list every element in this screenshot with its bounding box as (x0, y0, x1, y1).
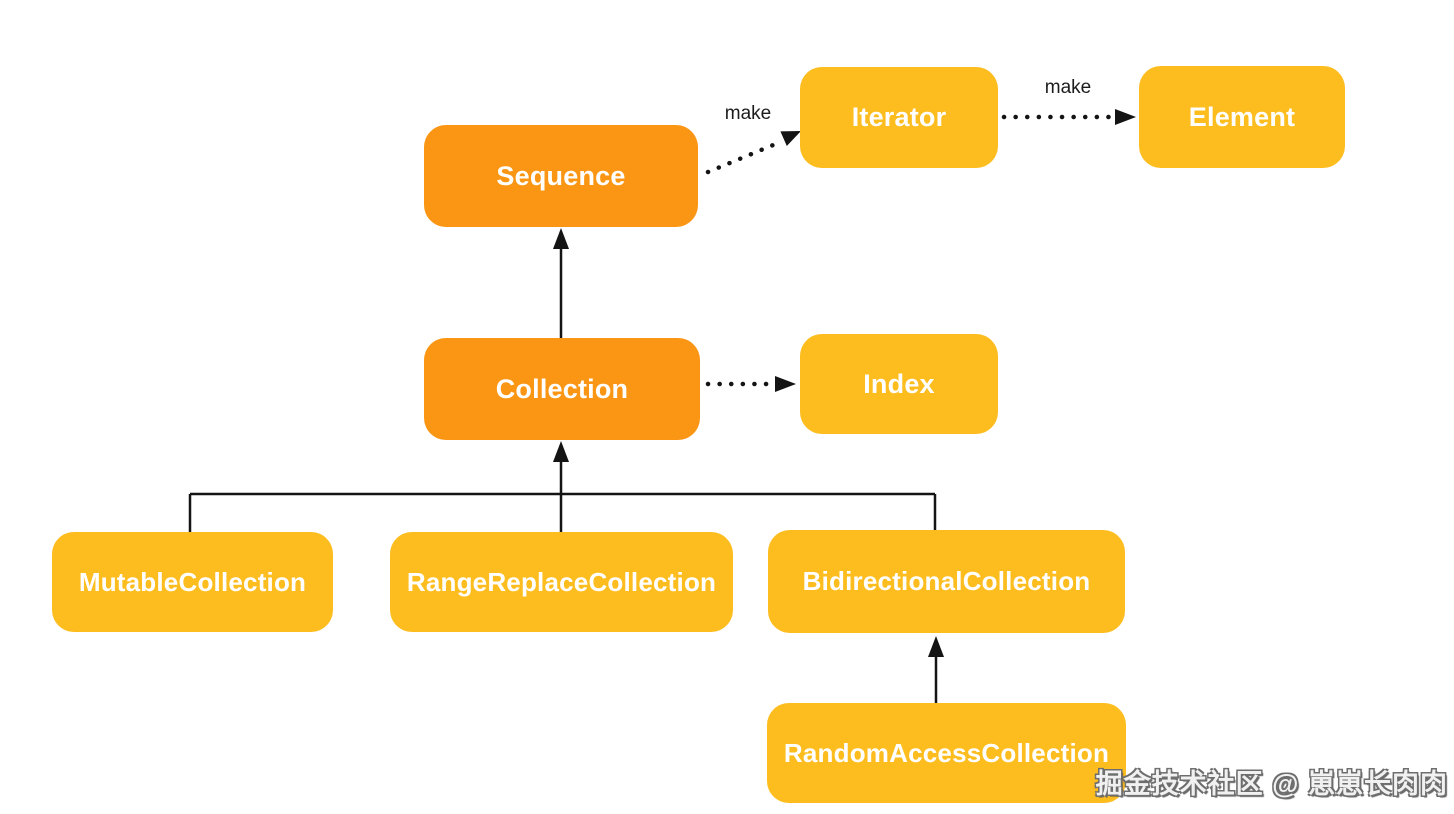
arrowhead-sequence-to-iterator (780, 131, 801, 146)
node-iterator: Iterator (800, 67, 998, 168)
arrowhead-randomaccess-to-bidirectional (928, 636, 944, 657)
node-element-label: Element (1188, 101, 1296, 132)
node-bidirectional-collection: BidirectionalCollection (768, 530, 1125, 633)
node-mutable-collection-label: MutableCollection (78, 566, 307, 597)
node-range-replace-collection-label: RangeReplaceCollection (406, 566, 717, 597)
edge-label-make-iterator-element: make (1044, 77, 1092, 98)
node-range-replace-collection: RangeReplaceCollection (390, 532, 733, 632)
node-collection: Collection (424, 338, 700, 440)
arrowhead-children-to-collection (553, 441, 569, 462)
node-index: Index (800, 334, 998, 434)
node-iterator-label: Iterator (851, 102, 947, 132)
arrowhead-iterator-to-element (1115, 109, 1136, 125)
node-index-label: Index (863, 368, 935, 399)
node-bidirectional-collection-label: BidirectionalCollection (802, 566, 1091, 596)
node-mutable-collection: MutableCollection (52, 532, 333, 632)
edge-label-make-sequence-iterator: make (724, 103, 772, 124)
node-random-access-collection-label: RandomAccessCollection (783, 737, 1110, 768)
edge-sequence-to-iterator (705, 140, 781, 175)
node-random-access-collection: RandomAccessCollection (767, 703, 1126, 803)
node-sequence-label: Sequence (496, 160, 626, 191)
node-sequence: Sequence (424, 125, 698, 227)
node-element: Element (1139, 66, 1345, 168)
arrowhead-collection-to-index (775, 376, 796, 392)
arrowhead-collection-to-sequence (553, 228, 569, 249)
node-collection-label: Collection (495, 373, 629, 404)
watermark-text: 掘金技术社区 @ 崽崽长肉肉 (1095, 769, 1448, 799)
